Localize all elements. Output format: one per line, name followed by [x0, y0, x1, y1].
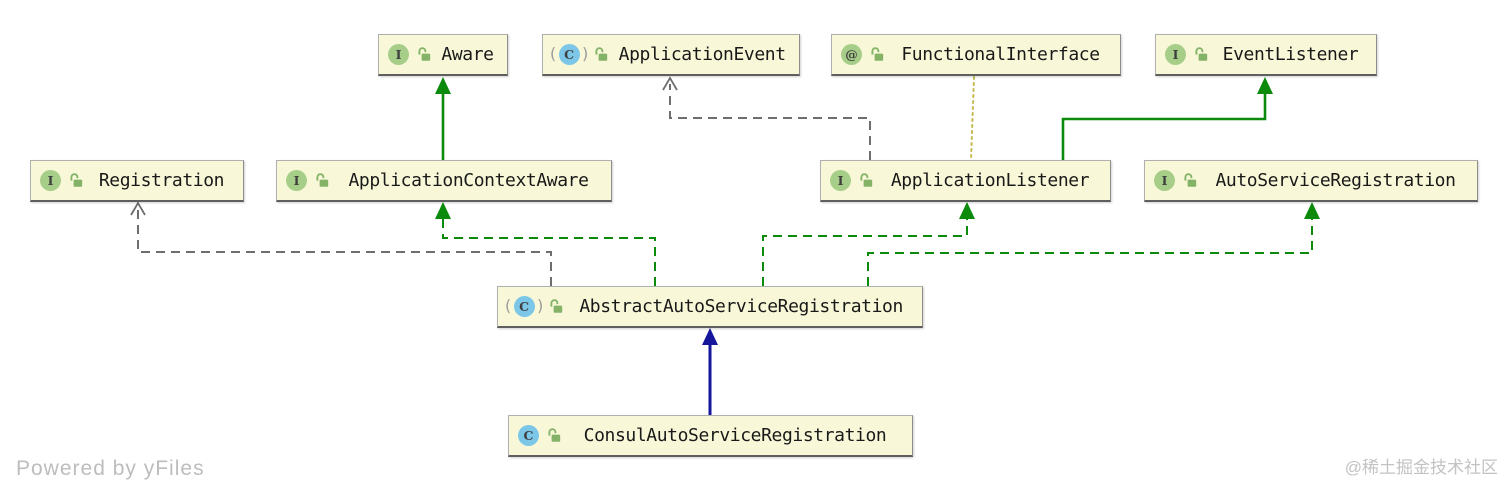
class-node-functional-interface[interactable]: @ FunctionalInterface	[831, 34, 1121, 76]
public-unlocked-icon	[550, 299, 563, 313]
public-unlocked-icon	[595, 47, 608, 61]
class-name-label: ApplicationContextAware	[348, 170, 589, 191]
class-node-application-event[interactable]: (C) ApplicationEvent	[542, 34, 800, 76]
abstract-class-icon: C	[558, 44, 580, 65]
abstract-paren-close: )	[580, 44, 591, 63]
arrowhead-open-chevron	[662, 76, 678, 91]
class-name-label: Registration	[98, 170, 225, 191]
class-name-label: EventListener	[1222, 44, 1359, 65]
edge-aasr-implements-asr	[867, 202, 1320, 286]
edge-casr-extends-aasr	[702, 328, 718, 415]
interface-icon: I	[1165, 44, 1186, 65]
edge-aasr-uses-registration	[130, 201, 552, 286]
edge-aasr-implements-aca	[435, 202, 656, 286]
public-unlocked-icon	[316, 173, 329, 187]
class-node-application-context-aware[interactable]: I ApplicationContextAware	[276, 160, 612, 202]
abstract-paren-close: )	[535, 296, 546, 315]
class-icon: C	[518, 425, 539, 446]
arrowhead-triangle	[702, 328, 718, 345]
edge-al-extends-eventlistener	[1061, 77, 1273, 160]
arrowhead-triangle	[435, 77, 451, 94]
edge-aca-extends-aware	[435, 77, 451, 160]
interface-icon: I	[388, 44, 409, 65]
edge-aasr-implements-al	[762, 202, 975, 286]
class-node-abstract-auto-service-registration[interactable]: (C) AbstractAutoServiceRegistration	[497, 286, 923, 328]
arrowhead-triangle	[1257, 77, 1273, 94]
edge-al-uses-applicationevent	[662, 76, 871, 160]
public-unlocked-icon	[548, 428, 561, 442]
public-unlocked-icon	[1184, 173, 1197, 187]
public-unlocked-icon	[418, 47, 431, 61]
class-node-consul-auto-service-registration[interactable]: C ConsulAutoServiceRegistration	[508, 415, 913, 457]
class-name-label: AutoServiceRegistration	[1215, 170, 1456, 191]
abstract-class-icon: C	[513, 296, 535, 317]
class-name-label: ConsulAutoServiceRegistration	[583, 425, 887, 446]
abstract-paren-open: (	[503, 296, 513, 315]
interface-icon: I	[830, 170, 851, 191]
interface-icon: I	[40, 170, 61, 191]
arrowhead-open-chevron	[130, 201, 146, 216]
class-name-label: AbstractAutoServiceRegistration	[579, 296, 903, 317]
interface-icon: I	[286, 170, 307, 191]
interface-icon: I	[1154, 170, 1175, 191]
public-unlocked-icon	[70, 173, 83, 187]
class-name-label: ApplicationListener	[890, 170, 1090, 191]
abstract-paren-open: (	[548, 44, 558, 63]
class-node-registration[interactable]: I Registration	[30, 160, 244, 202]
public-unlocked-icon	[860, 173, 873, 187]
arrowhead-triangle	[959, 202, 975, 219]
class-node-application-listener[interactable]: I ApplicationListener	[820, 160, 1111, 202]
public-unlocked-icon	[871, 47, 884, 61]
juejin-community-watermark: @稀土掘金技术社区	[1344, 458, 1498, 477]
class-name-label: ApplicationEvent	[618, 44, 786, 65]
arrowhead-triangle	[1304, 202, 1320, 219]
public-unlocked-icon	[1195, 47, 1208, 61]
yfiles-watermark: Powered by yFiles	[16, 457, 205, 480]
class-node-aware[interactable]: I Aware	[378, 34, 508, 76]
class-name-label: FunctionalInterface	[901, 44, 1100, 65]
arrowhead-triangle	[435, 202, 451, 219]
annotation-icon: @	[841, 44, 862, 65]
edge-fi-annotates-al	[970, 76, 975, 161]
class-node-auto-service-registration[interactable]: I AutoServiceRegistration	[1144, 160, 1478, 202]
class-name-label: Aware	[441, 44, 494, 65]
class-node-event-listener[interactable]: I EventListener	[1155, 34, 1377, 76]
